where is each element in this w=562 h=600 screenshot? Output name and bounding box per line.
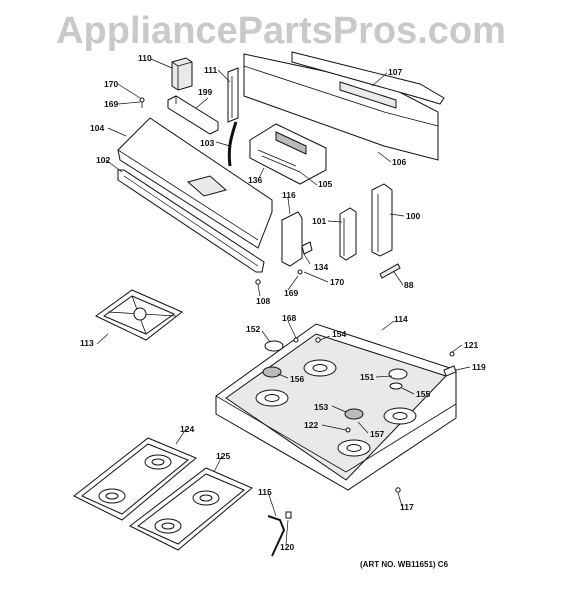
part-124-tray <box>73 437 197 521</box>
part-199-bracket <box>167 95 219 135</box>
label-103: 103 <box>200 138 215 148</box>
label-105: 105 <box>318 179 333 189</box>
label-115: 115 <box>258 487 272 497</box>
label-100: 100 <box>406 211 421 221</box>
screw-169-170 <box>139 97 145 108</box>
label-107: 107 <box>388 67 403 77</box>
label-154: 154 <box>332 329 347 339</box>
part-101-bracket <box>339 207 357 261</box>
part-116-bracket <box>281 211 303 267</box>
part-134-clip <box>301 241 313 255</box>
part-88-strip <box>379 263 401 279</box>
part-100-bracket <box>371 183 393 257</box>
screw-169-170-lower <box>297 269 303 275</box>
part-106-107-back-panel <box>243 51 445 161</box>
label-104: 104 <box>90 123 105 133</box>
label-151: 151 <box>360 372 375 382</box>
label-169-a: 169 <box>104 99 119 109</box>
label-170-b: 170 <box>330 277 345 287</box>
label-155: 155 <box>416 389 431 399</box>
part-102-trim <box>117 169 265 273</box>
label-152: 152 <box>246 324 261 334</box>
part-110-block <box>171 57 193 91</box>
label-168: 168 <box>282 313 297 323</box>
leader-lines <box>96 58 471 545</box>
label-122: 122 <box>304 420 319 430</box>
label-102: 102 <box>96 155 111 165</box>
label-117: 117 <box>400 502 414 512</box>
label-157: 157 <box>370 429 385 439</box>
label-111: 111 <box>204 65 218 75</box>
part-115-120-igniter <box>267 511 292 557</box>
part-111-bracket <box>227 67 239 123</box>
label-101: 101 <box>312 216 327 226</box>
cooktop-burners <box>255 359 417 457</box>
label-106: 106 <box>392 157 407 167</box>
label-156: 156 <box>290 374 305 384</box>
part-113-grate <box>95 289 183 341</box>
label-121: 121 <box>464 340 479 350</box>
label-136: 136 <box>248 175 263 185</box>
part-114-cooktop <box>215 323 457 491</box>
art-number: (ART NO. WB11651) C6 <box>360 560 449 569</box>
part-125-tray <box>129 467 253 551</box>
watermark: AppliancePartsPros.com <box>56 10 506 52</box>
label-125: 125 <box>216 451 231 461</box>
screw-108 <box>255 279 261 285</box>
label-170-a: 170 <box>104 79 119 89</box>
label-120: 120 <box>280 542 295 552</box>
label-110: 110 <box>138 53 152 63</box>
part-103-bracket <box>227 121 238 167</box>
label-108: 108 <box>256 296 271 306</box>
label-199: 199 <box>198 87 213 97</box>
label-114: 114 <box>394 314 408 324</box>
part-104-panel <box>117 117 273 249</box>
part-105-136-control <box>249 123 327 185</box>
label-153: 153 <box>314 402 329 412</box>
label-116: 116 <box>282 190 296 200</box>
label-124: 124 <box>180 424 195 434</box>
label-113: 113 <box>80 338 94 348</box>
label-88: 88 <box>404 280 414 290</box>
label-134: 134 <box>314 262 329 272</box>
label-169-b: 169 <box>284 288 299 298</box>
burner-caps <box>262 340 408 420</box>
label-119: 119 <box>472 362 486 372</box>
